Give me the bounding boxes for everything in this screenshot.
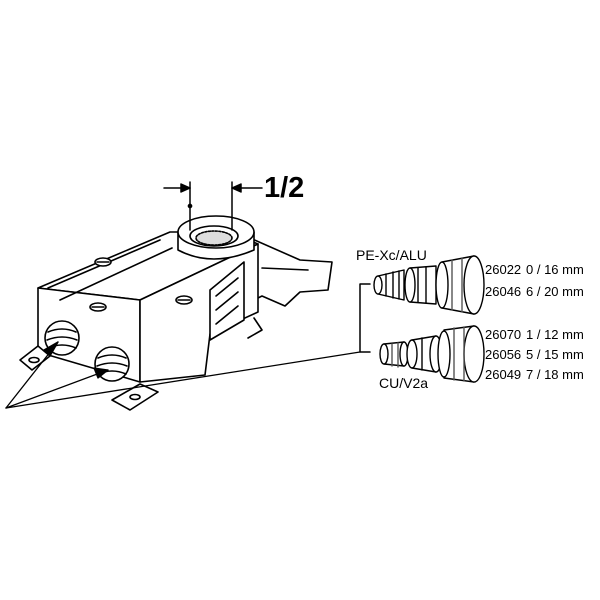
screw-icon [175,295,193,305]
item-size: 5 / 15 mm [526,347,584,362]
item-size: 0 / 16 mm [526,262,584,277]
item-code: 26070 [485,327,521,342]
valve-body [19,215,333,411]
screw-icon [89,302,107,312]
item-code: 26056 [485,347,521,362]
pointer-arrows [5,341,361,409]
insert-sleeve-icon [373,269,405,301]
dimension-marker [163,181,263,231]
group-label-pe-xc-alu: PE-Xc/ALU [356,247,427,263]
item-size: 6 / 20 mm [526,284,584,299]
dimension-label: 1/2 [264,172,304,204]
item-size: 7 / 18 mm [526,367,584,382]
compression-ring-icon [404,265,437,305]
group-bracket [359,283,371,353]
support-sleeve-icon [379,341,409,368]
compression-cone-icon [406,335,443,373]
union-nut-icon [435,255,485,315]
screw-icon [94,257,112,267]
item-size: 1 / 12 mm [526,327,584,342]
item-code: 26049 [485,367,521,382]
socket-boss [177,215,255,260]
union-nut-icon [437,325,485,383]
fitting-set-pe-xc-alu [373,255,485,315]
fitting-set-cu-v2a [379,325,485,383]
item-code: 26046 [485,284,521,299]
group-label-cu-v2a: CU/V2a [379,375,428,391]
item-code: 26022 [485,262,521,277]
